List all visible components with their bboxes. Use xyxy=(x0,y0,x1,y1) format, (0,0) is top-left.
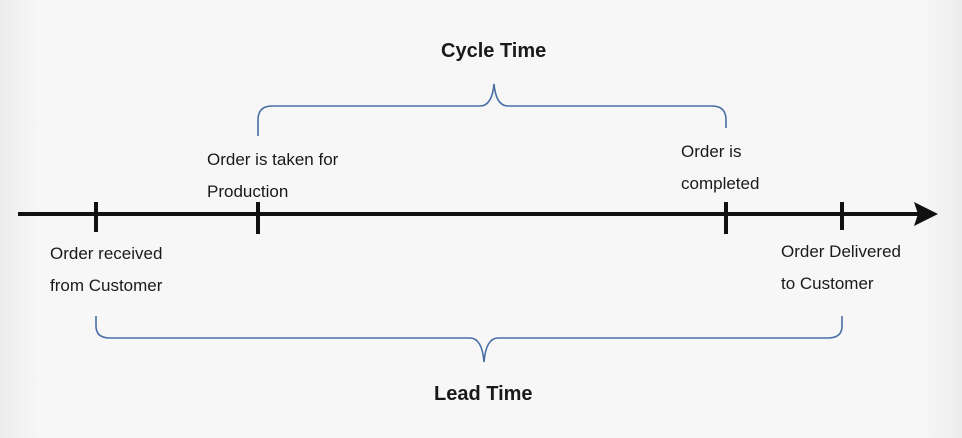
lead-time-brace xyxy=(95,316,843,363)
event-order-delivered-line1: Order Delivered xyxy=(781,242,901,261)
event-order-taken-label: Order is taken for Production xyxy=(207,144,338,208)
event-order-received-label: Order received from Customer xyxy=(50,238,162,302)
timeline-arrowhead xyxy=(914,202,938,226)
event-order-delivered-line2: to Customer xyxy=(781,274,874,293)
lead-time-label: Lead Time xyxy=(434,383,533,405)
event-order-taken-line1: Order is taken for xyxy=(207,150,339,169)
event-order-received-line2: from Customer xyxy=(50,276,163,295)
event-order-delivered-label: Order Delivered to Customer xyxy=(781,236,901,300)
event-order-received-line1: Order received xyxy=(50,244,163,263)
event-order-completed-line2: completed xyxy=(681,174,760,193)
event-order-completed-line1: Order is xyxy=(681,142,742,161)
cycle-time-label: Cycle Time xyxy=(441,40,547,62)
event-order-completed-label: Order is completed xyxy=(681,136,759,200)
event-order-taken-line2: Production xyxy=(207,182,289,201)
cycle-time-brace xyxy=(257,83,727,136)
